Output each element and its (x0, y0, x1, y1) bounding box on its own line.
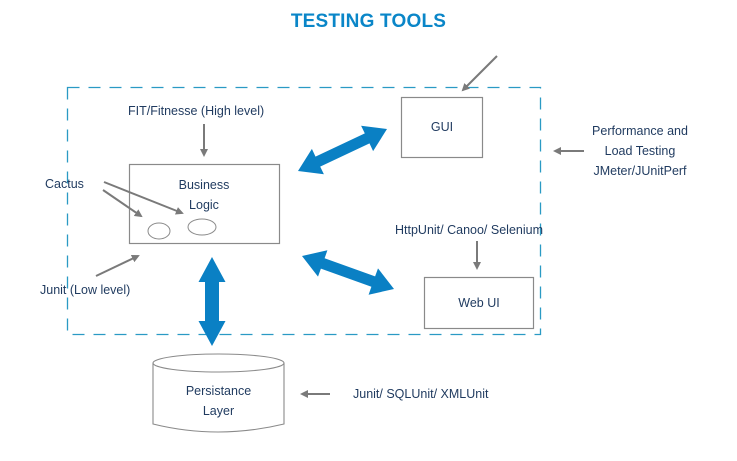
performance-line1: Performance and (592, 124, 688, 138)
performance-line3: JMeter/JUnitPerf (593, 164, 687, 178)
component-ellipse-1 (147, 222, 171, 240)
cactus-arrow-1-icon (102, 189, 143, 218)
persistence-tools-label: Junit/ SQLUnit/ XMLUnit (353, 387, 489, 401)
junit-arrow-icon (95, 254, 140, 277)
business-logic-label: Business Logic (129, 175, 279, 215)
performance-line2: Load Testing (604, 144, 676, 158)
business-persistence-double-arrow-icon (198, 257, 226, 346)
performance-label: Performance and Load Testing JMeter/JUni… (575, 121, 705, 181)
web-ui-label: Web UI (458, 296, 500, 310)
persistence-line1: Persistance (185, 384, 252, 398)
fit-fitnesse-label: FIT/Fitnesse (High level) (128, 104, 265, 118)
business-gui-double-arrow-icon (298, 125, 387, 175)
gui-label: GUI (430, 120, 454, 134)
web-ui-box[interactable] (423, 276, 535, 330)
cactus-arrow-2-icon (103, 181, 184, 215)
business-logic-box[interactable] (128, 163, 281, 245)
gui-arrow-icon (461, 55, 498, 92)
persistence-label: Persistance Layer (153, 381, 284, 421)
persistence-line2: Layer (202, 404, 235, 418)
component-ellipse-2 (187, 218, 217, 236)
application-boundary (66, 86, 542, 336)
cactus-label: Cactus (45, 177, 84, 191)
diagram-title: TESTING TOOLS (290, 11, 447, 32)
business-webui-double-arrow-icon (302, 250, 394, 295)
gui-box[interactable] (400, 96, 484, 159)
junit-low-level-label: Junit (Low level) (40, 283, 131, 297)
web-tools-label: HttpUnit/ Canoo/ Selenium (395, 223, 543, 237)
persistence-cylinder[interactable] (152, 353, 285, 433)
business-logic-line1: Business (178, 178, 230, 192)
business-logic-line2: Logic (189, 198, 219, 212)
